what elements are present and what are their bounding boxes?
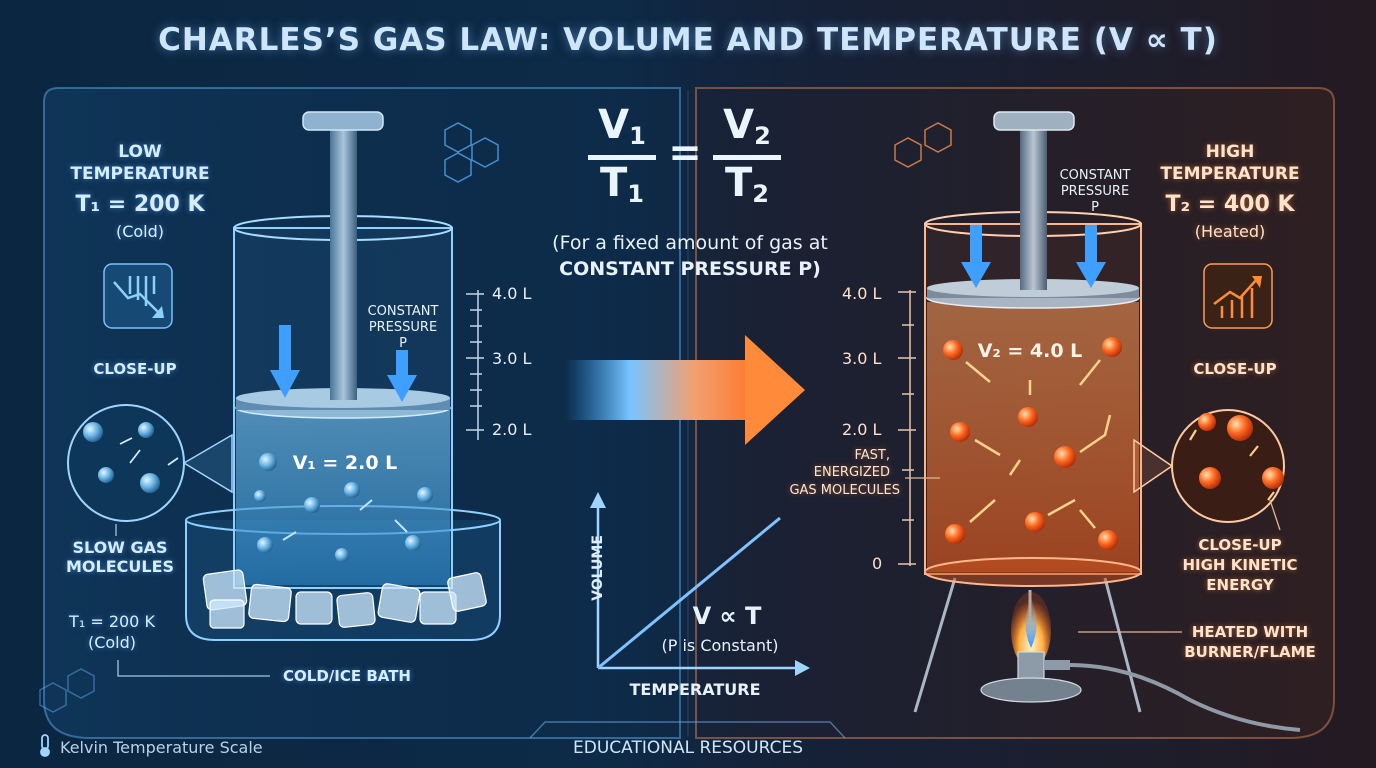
cold-molecules-line1: SLOW GAS <box>72 538 168 557</box>
formula-t2: T2 <box>725 160 769 208</box>
hot-energy-line3: ENERGY <box>1206 576 1274 594</box>
formula-v2: V2 <box>723 102 771 150</box>
volume-scale-hot <box>898 290 916 566</box>
graph-xlabel: TEMPERATURE <box>629 680 761 699</box>
cold-volume-label: V₁ = 2.0 L <box>292 452 398 474</box>
footer-educational-resources: EDUCATIONAL RESOURCES <box>573 738 803 758</box>
hot-scale-0: 0 <box>872 554 883 573</box>
graph-relation: V ∝ T <box>692 602 762 630</box>
cold-cylinder <box>67 111 501 677</box>
cold-bath-label: COLD/ICE BATH <box>283 667 411 685</box>
hot-heading-line1: HIGH <box>1205 142 1255 162</box>
cold-footer-state: (Cold) <box>87 633 137 652</box>
cold-molecules-line2: MOLECULES <box>65 557 175 576</box>
formula-v1: V1 <box>598 102 646 150</box>
hot-pressure-line2: PRESSURE <box>1060 184 1130 199</box>
hot-burner-line2: BURNER/FLAME <box>1184 643 1316 661</box>
fast-molecules-hot <box>943 337 1122 550</box>
hot-heading-line2: TEMPERATURE <box>1160 164 1300 184</box>
hot-scale-3l: 3.0 L <box>842 349 882 368</box>
hot-energy-line2: HIGH KINETIC <box>1182 556 1298 574</box>
formula-t1: T1 <box>600 160 644 208</box>
hot-pressure-line3: P <box>1091 200 1099 215</box>
thermometer-icon <box>40 734 50 757</box>
cold-pressure-line3: P <box>399 336 407 351</box>
v-t-graph <box>590 492 810 676</box>
volume-scale-cold <box>466 290 484 440</box>
cold-closeup-label: CLOSE-UP <box>93 360 177 378</box>
hot-cylinder <box>898 111 1301 732</box>
transition-arrow <box>565 335 805 445</box>
formula-note-line2: CONSTANT PRESSURE P) <box>559 258 821 280</box>
cold-heading-line1: LOW <box>118 142 162 162</box>
hot-scale-2l: 2.0 L <box>842 420 882 439</box>
cold-temp: T₁ = 200 K <box>75 192 205 217</box>
hot-closeup-label: CLOSE-UP <box>1193 360 1277 378</box>
cold-scale-4l: 4.0 L <box>492 284 532 303</box>
cold-scale-3l: 3.0 L <box>492 349 532 368</box>
cold-state: (Cold) <box>115 222 165 241</box>
hexagon-decoration-hot <box>894 122 952 168</box>
formula-note-line1: (For a fixed amount of gas at <box>552 232 828 254</box>
cold-pressure-line2: PRESSURE <box>368 320 438 335</box>
hot-molecules-line1: FAST, <box>854 448 890 463</box>
cold-heading-line2: TEMPERATURE <box>70 164 210 184</box>
hot-volume-label: V₂ = 4.0 L <box>977 340 1083 362</box>
hot-state: (Heated) <box>1194 222 1266 241</box>
hexagon-decoration-cold <box>444 122 499 183</box>
graph-ylabel: VOLUME <box>590 535 606 601</box>
hot-molecules-line3: GAS MOLECULES <box>789 483 900 498</box>
hot-temp: T₂ = 400 K <box>1165 192 1295 217</box>
hot-energy-line1: CLOSE-UP <box>1198 536 1282 554</box>
cold-footer-temp: T₁ = 200 K <box>69 612 155 631</box>
graph-condition: (P is Constant) <box>661 636 779 655</box>
formula-fraction-bars <box>588 155 781 160</box>
page-title: CHARLES’S GAS LAW: VOLUME AND TEMPERATUR… <box>158 22 1218 58</box>
hot-molecules-line2: ENERGIZED <box>813 465 890 480</box>
footer-kelvin-scale: Kelvin Temperature Scale <box>60 738 263 757</box>
cold-scale-2l: 2.0 L <box>492 420 532 439</box>
slow-molecules-cold <box>254 453 433 562</box>
hot-pressure-line1: CONSTANT <box>1059 168 1131 183</box>
hot-burner-line1: HEATED WITH <box>1191 623 1309 641</box>
formula-equals: = <box>668 130 702 176</box>
cold-pressure-line1: CONSTANT <box>367 304 439 319</box>
hot-scale-4l: 4.0 L <box>842 284 882 303</box>
